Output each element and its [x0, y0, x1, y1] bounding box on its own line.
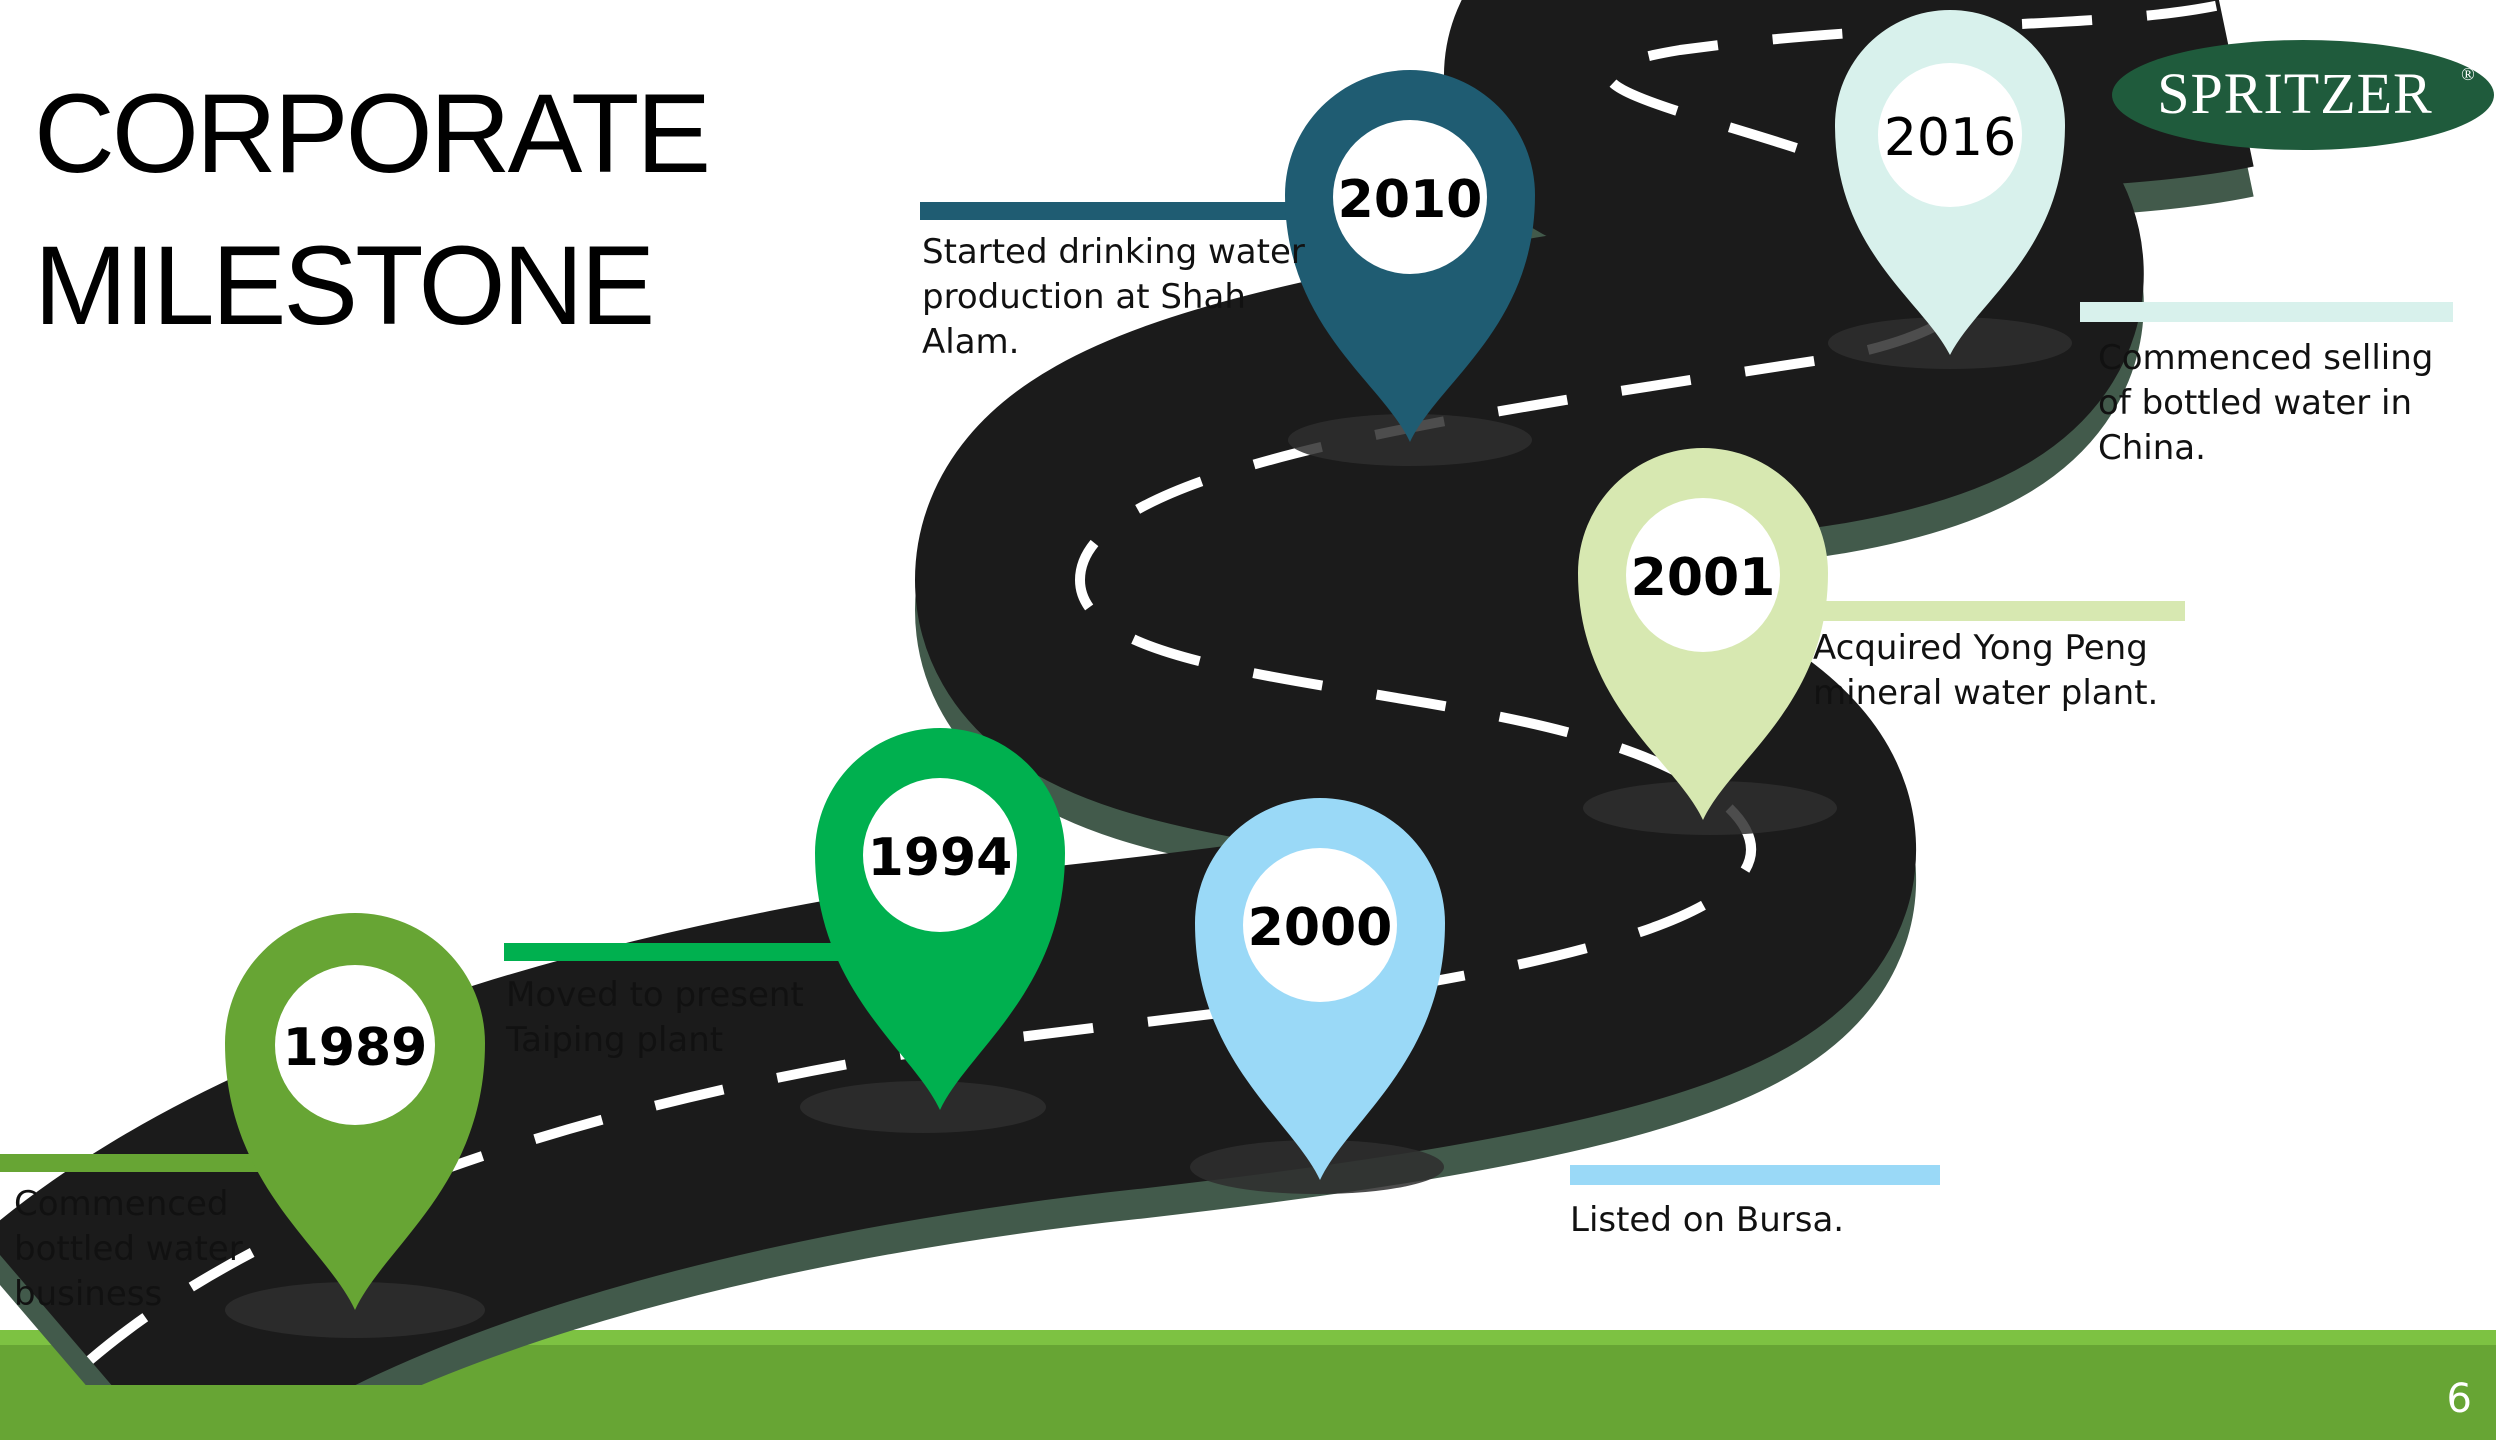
ground-highlight	[0, 1330, 2496, 1345]
logo-wordmark: SPRITZER	[2157, 61, 2433, 126]
milestone-text-1989: Commenced bottled water business	[14, 1184, 243, 1314]
registered-mark: ®	[2461, 64, 2475, 84]
pin-year-1994: 1994	[868, 828, 1013, 888]
milestone-text-2001: Acquired Yong Peng mineral water plant.	[1813, 628, 2159, 713]
milestone-text-2000: Listed on Bursa.	[1570, 1200, 1845, 1240]
bar-2001	[1810, 601, 2185, 621]
pin-year-1989: 1989	[283, 1018, 428, 1078]
pin-2001: 2001	[1578, 448, 1828, 820]
pin-year-2016: 2016	[1884, 108, 2016, 168]
title-line-1: CORPORATE	[34, 71, 711, 196]
pin-1994: 1994	[815, 728, 1065, 1110]
pin-2010: 2010	[1285, 70, 1535, 442]
pin-2000: 2000	[1195, 798, 1445, 1180]
pin-1989: 1989	[225, 913, 485, 1310]
bar-1989	[0, 1154, 265, 1172]
bar-2000	[1570, 1165, 1940, 1185]
milestone-text-2010: Started drinking water production at Sha…	[922, 232, 1305, 362]
pin-2016: 2016	[1835, 9, 2065, 355]
pin-year-2001: 2001	[1631, 548, 1776, 608]
pin-year-2010: 2010	[1338, 170, 1483, 230]
bar-2016	[2080, 302, 2453, 322]
pin-year-2000: 2000	[1248, 898, 1393, 958]
milestone-text-1994: Moved to present Taiping plant	[506, 975, 804, 1060]
title-line-2: MILESTONE	[34, 223, 655, 348]
spritzer-logo: SPRITZER ®	[2112, 40, 2494, 150]
page-number: 6	[2446, 1376, 2472, 1422]
bar-1994	[504, 943, 864, 961]
page-title: CORPORATE MILESTONE	[34, 58, 711, 362]
bar-2010	[920, 202, 1295, 220]
milestone-text-2016: Commenced selling of bottled water in Ch…	[2098, 338, 2434, 468]
ground-front	[0, 1385, 2496, 1440]
